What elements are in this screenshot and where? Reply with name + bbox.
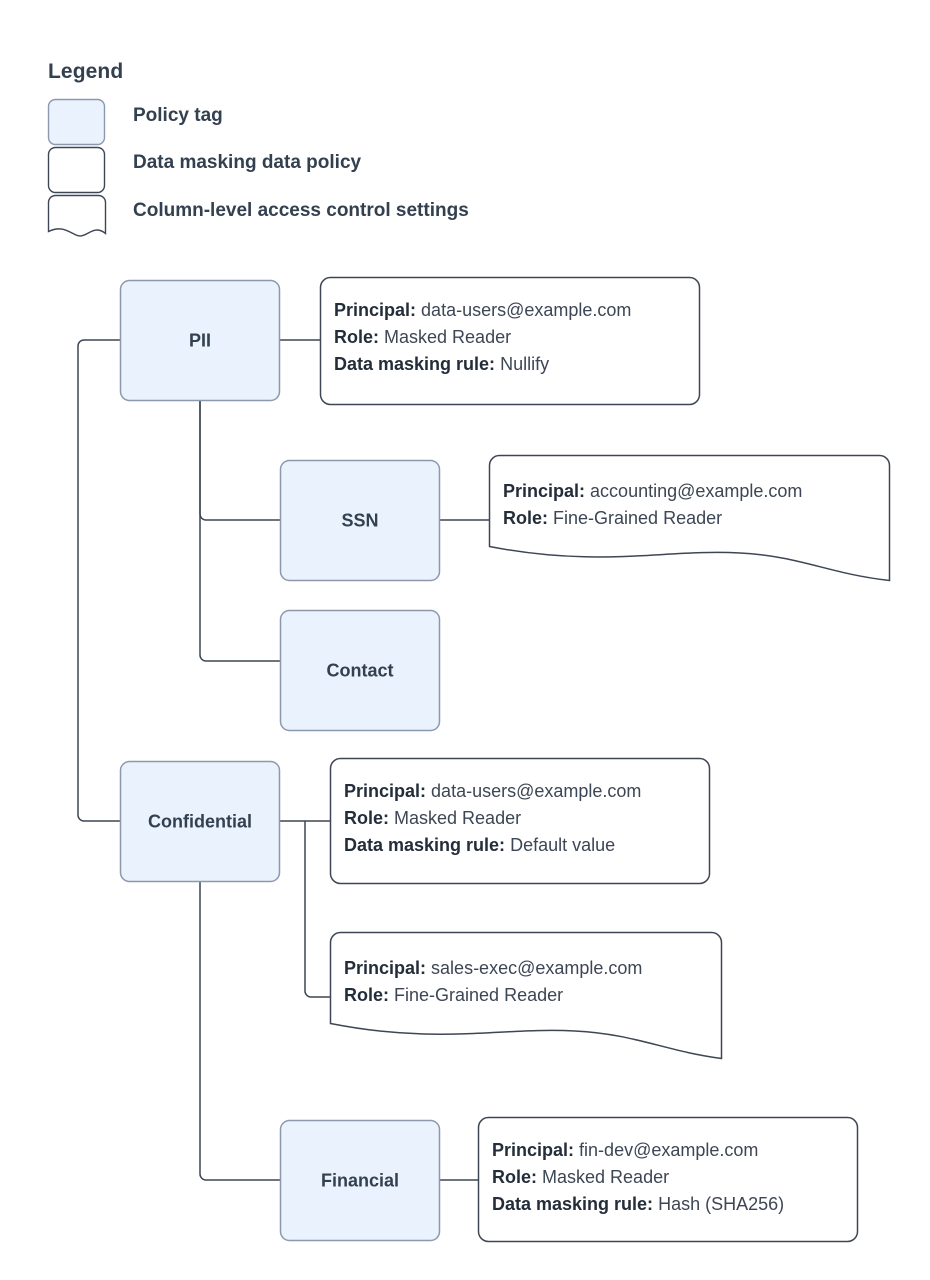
policy-text-ssn: Principal: accounting@example.com Role: … [503, 478, 802, 532]
node-ssn[interactable] [279, 459, 441, 582]
role-label: Role: [492, 1167, 537, 1187]
policy-principal-row: Principal: accounting@example.com [503, 478, 802, 505]
policy-text-pii: Principal: data-users@example.com Role: … [334, 297, 631, 378]
principal-label: Principal: [334, 300, 417, 320]
principal-label: Principal: [344, 958, 427, 978]
role-value: Masked Reader [542, 1167, 670, 1187]
role-label: Role: [344, 985, 389, 1005]
principal-label: Principal: [492, 1140, 575, 1160]
principal-value: sales-exec@example.com [431, 958, 643, 978]
role-value: Fine-Grained Reader [394, 985, 564, 1005]
access-box-ssn[interactable] [488, 454, 891, 582]
policy-role-row: Role: Masked Reader [334, 324, 631, 351]
connector-confidential-to-financial [199, 880, 280, 1181]
policy-box-pii[interactable] [319, 276, 701, 406]
policy-masking-row: Data masking rule: Hash (SHA256) [492, 1191, 784, 1218]
node-label-financial: Financial [320, 1170, 400, 1191]
policy-text-confidential-access: Principal: sales-exec@example.com Role: … [344, 955, 642, 1009]
node-label-confidential: Confidential [148, 811, 252, 832]
node-contact[interactable] [279, 609, 441, 732]
masking-value: Hash (SHA256) [658, 1194, 785, 1214]
policy-principal-row: Principal: sales-exec@example.com [344, 955, 642, 982]
policy-principal-row: Principal: fin-dev@example.com [492, 1137, 784, 1164]
legend-access-control-swatch [47, 194, 107, 237]
principal-value: data-users@example.com [421, 300, 632, 320]
role-label: Role: [503, 508, 548, 528]
legend-title: Legend [48, 60, 124, 83]
connector-pii-to-contact [199, 400, 280, 662]
principal-value: data-users@example.com [431, 781, 642, 801]
principal-value: fin-dev@example.com [579, 1140, 759, 1160]
policy-box-financial[interactable] [477, 1116, 859, 1243]
policy-role-row: Role: Fine-Grained Reader [344, 982, 642, 1009]
policy-masking-row: Data masking rule: Nullify [334, 351, 631, 378]
policy-masking-row: Data masking rule: Default value [344, 832, 641, 859]
policy-text-financial: Principal: fin-dev@example.com Role: Mas… [492, 1137, 784, 1218]
policy-principal-row: Principal: data-users@example.com [344, 778, 641, 805]
legend-data-policy-swatch [47, 146, 106, 194]
legend-label-data-policy: Data masking data policy [133, 152, 362, 173]
legend-policy-tag-swatch [47, 98, 106, 146]
policy-role-row: Role: Fine-Grained Reader [503, 505, 802, 532]
node-label-contact: Contact [326, 660, 394, 681]
connector-confidential-to-access [304, 821, 330, 998]
role-value: Masked Reader [394, 808, 522, 828]
masking-value: Nullify [500, 354, 550, 374]
node-label-ssn: SSN [341, 510, 379, 531]
role-value: Masked Reader [384, 327, 512, 347]
access-box-confidential[interactable] [329, 931, 723, 1060]
policy-role-row: Role: Masked Reader [492, 1164, 784, 1191]
masking-label: Data masking rule: [492, 1194, 654, 1214]
node-confidential[interactable] [119, 760, 281, 883]
masking-label: Data masking rule: [334, 354, 496, 374]
node-label-pii: PII [188, 330, 212, 351]
principal-value: accounting@example.com [590, 481, 803, 501]
node-financial[interactable] [279, 1119, 441, 1242]
connector-pii-to-ssn [199, 400, 280, 521]
policy-role-row: Role: Masked Reader [344, 805, 641, 832]
role-label: Role: [344, 808, 389, 828]
policy-box-confidential[interactable] [329, 757, 711, 885]
masking-value: Default value [510, 835, 616, 855]
legend-label-policy-tag: Policy tag [133, 105, 223, 126]
policy-principal-row: Principal: data-users@example.com [334, 297, 631, 324]
role-value: Fine-Grained Reader [553, 508, 723, 528]
role-label: Role: [334, 327, 379, 347]
legend-label-access-control: Column-level access control settings [133, 200, 469, 221]
principal-label: Principal: [344, 781, 427, 801]
node-pii[interactable] [119, 279, 281, 402]
connector-trunk-pii-confidential [77, 339, 120, 822]
masking-label: Data masking rule: [344, 835, 506, 855]
policy-text-confidential: Principal: data-users@example.com Role: … [344, 778, 641, 859]
principal-label: Principal: [503, 481, 586, 501]
